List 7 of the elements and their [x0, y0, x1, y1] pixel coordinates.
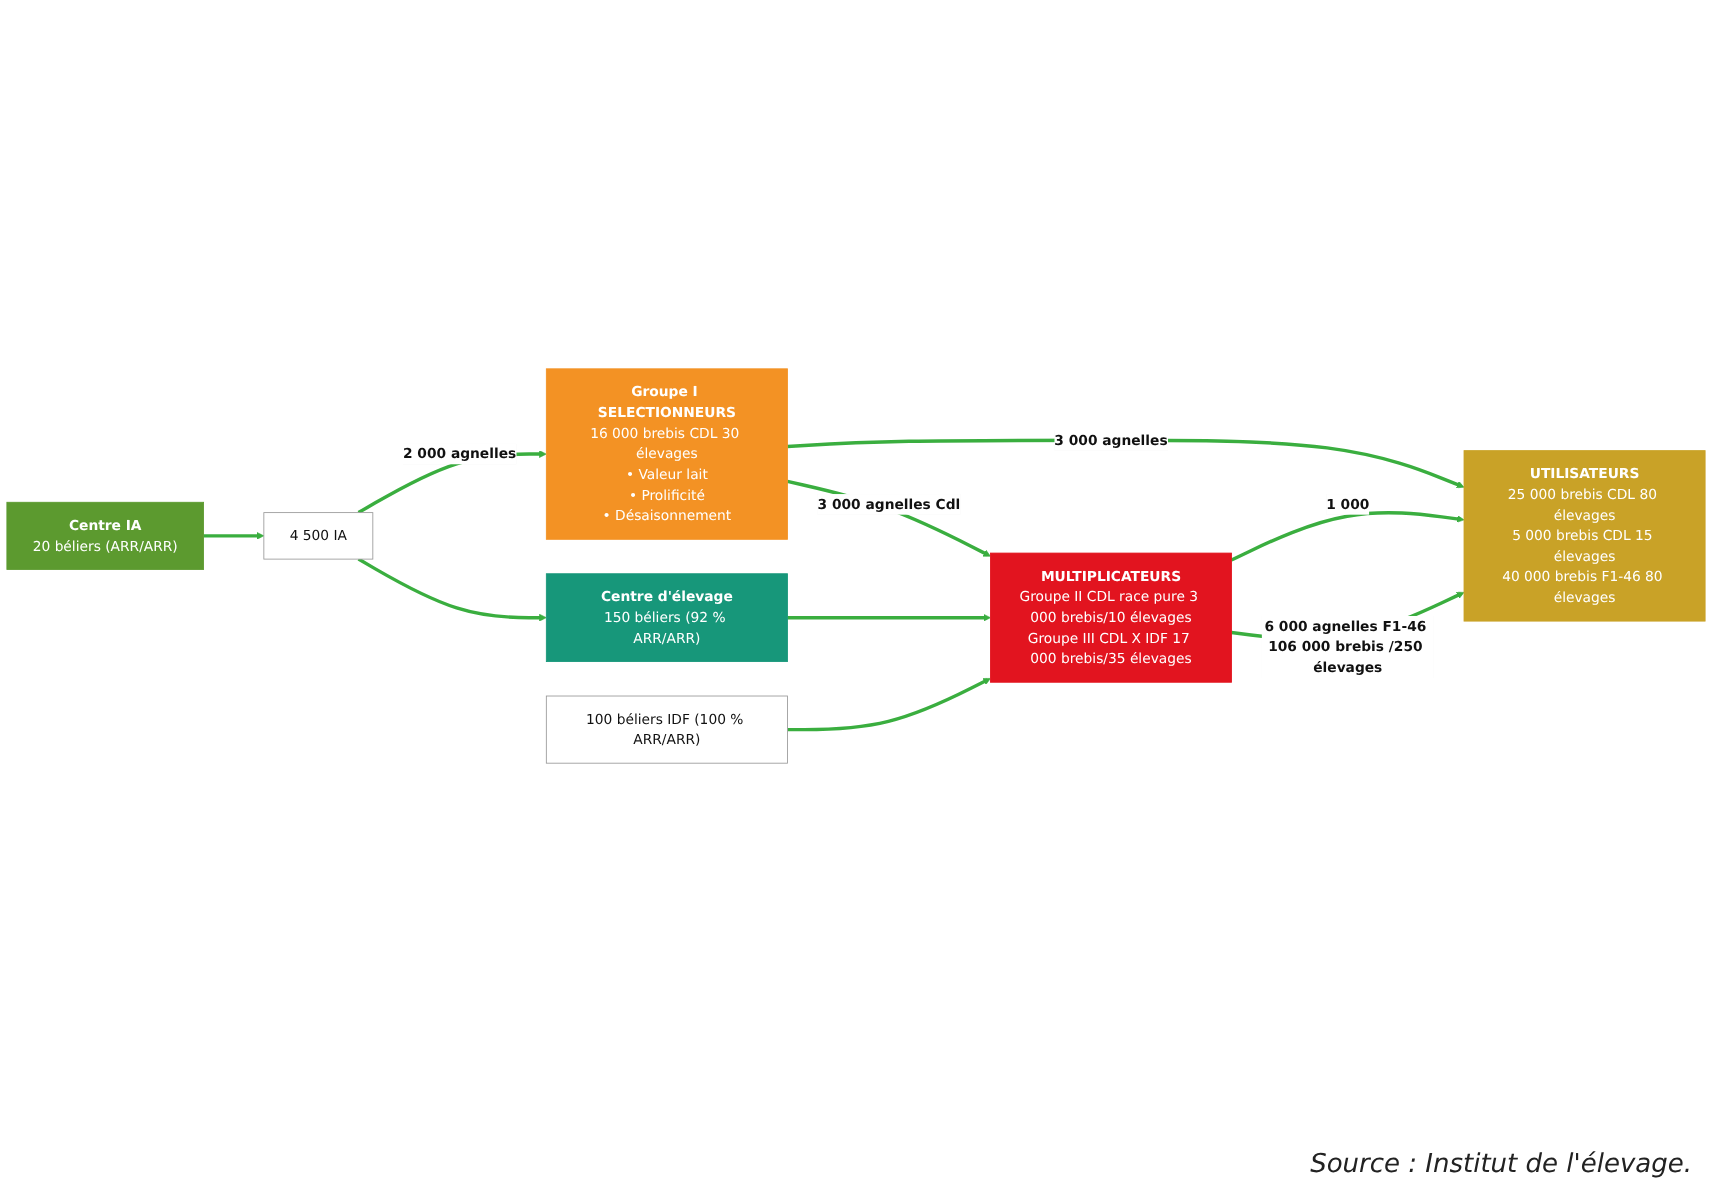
- arrow: [1230, 511, 1465, 562]
- arrow: [787, 613, 991, 622]
- arrow: [787, 678, 991, 732]
- arrow: [357, 557, 547, 622]
- caption: Source : Institut de l'élevage.: [1310, 1150, 1692, 1180]
- arrow: [787, 479, 991, 557]
- arrow: [203, 532, 265, 540]
